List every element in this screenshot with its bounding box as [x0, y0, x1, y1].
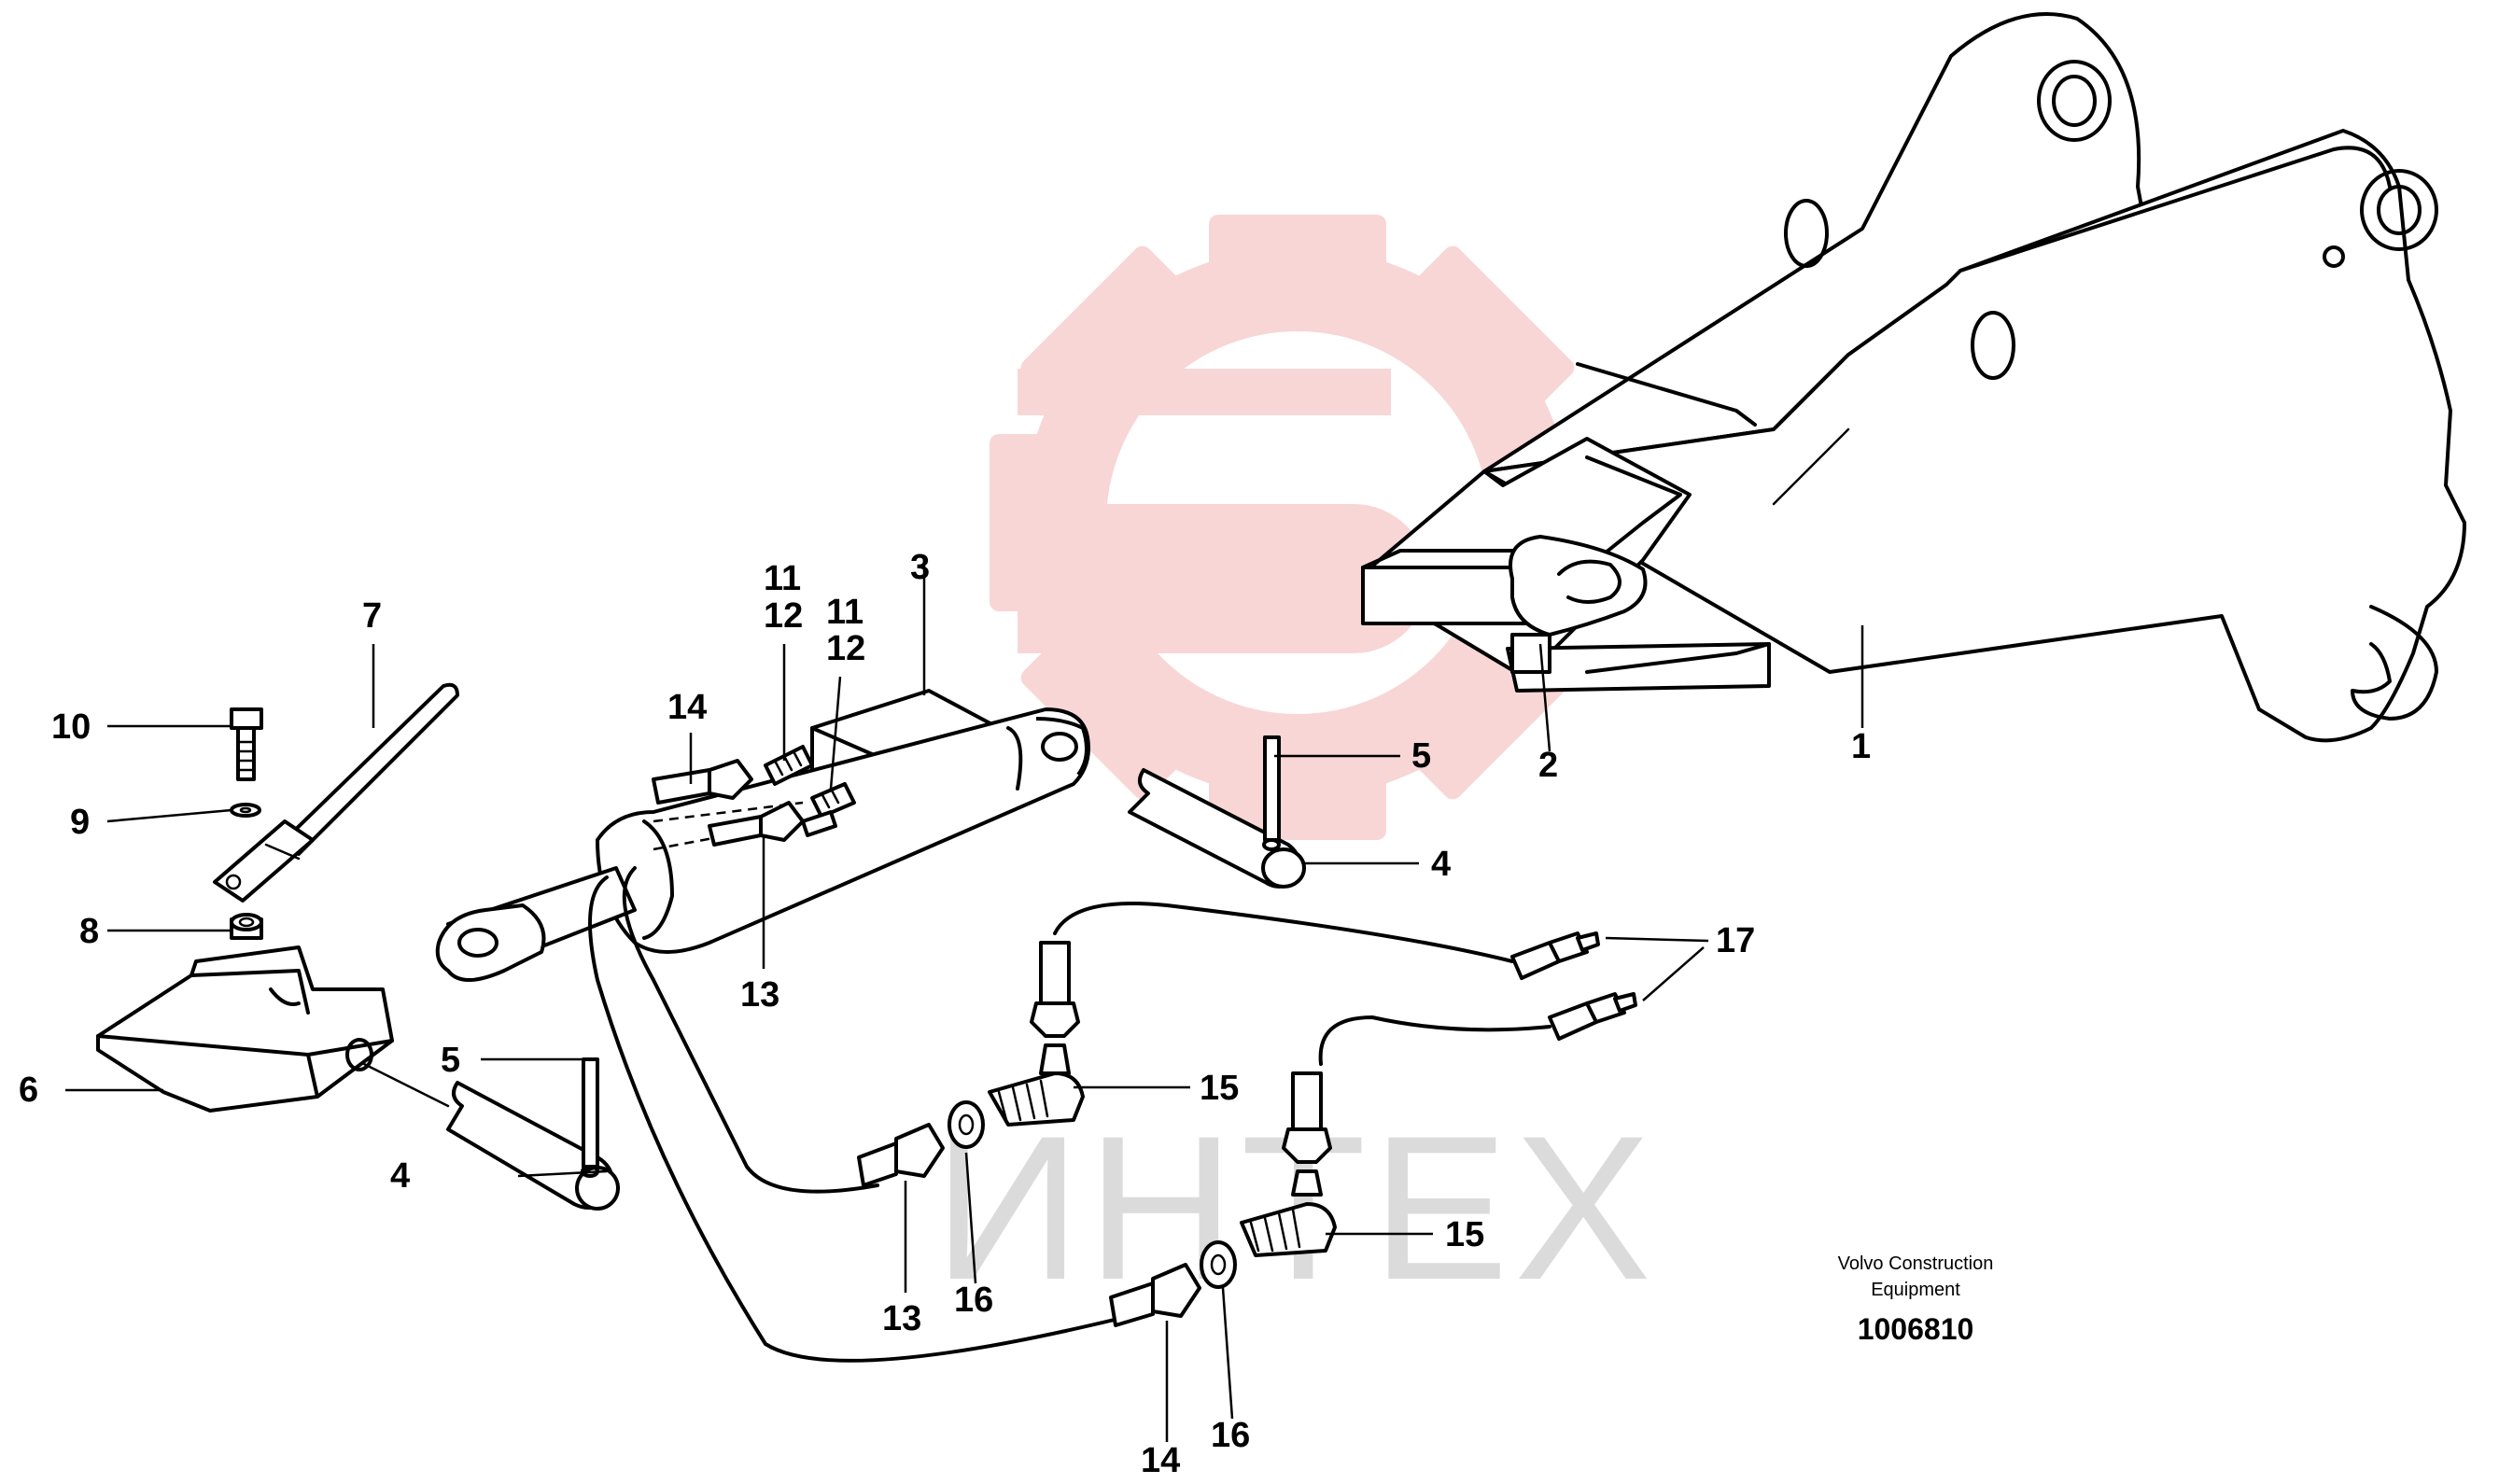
callout-labels: 1 2 3 4 4 5 5 6 7 8 9 10 11 12 11 12 13 … [19, 548, 1871, 1480]
callout-13-upper: 13 [740, 975, 779, 1015]
dowel-pin-upper [1262, 735, 1281, 851]
pin-lower [362, 1062, 620, 1211]
cylinder-hose-nuts [652, 759, 805, 847]
callout-11-right: 11 [826, 593, 863, 632]
hydraulic-hoses [588, 866, 1551, 1363]
callout-4-upper: 4 [1431, 845, 1451, 884]
callout-11-left: 11 [764, 559, 801, 598]
callout-9: 9 [70, 803, 90, 842]
cylinder-fittings [764, 745, 856, 837]
callout-10: 10 [51, 707, 91, 747]
callout-4-lower: 4 [390, 1156, 410, 1196]
callout-7: 7 [362, 596, 382, 636]
leader-lines [65, 560, 1864, 1442]
callout-16-lower: 16 [1211, 1416, 1250, 1455]
boom-frame [1361, 12, 2466, 743]
callout-15-lower: 15 [1445, 1215, 1484, 1254]
drawing-number: 1006810 [1858, 1312, 1974, 1346]
callout-16-upper: 16 [954, 1281, 993, 1320]
callout-2: 2 [1538, 746, 1558, 785]
callout-5-upper: 5 [1411, 736, 1431, 776]
callout-17: 17 [1716, 921, 1755, 960]
hose-end-fittings [1510, 931, 1637, 1041]
callout-1: 1 [1851, 727, 1871, 766]
washer [230, 803, 261, 818]
callout-15-upper: 15 [1200, 1069, 1239, 1108]
drawing-footer: Volvo Construction Equipment 1006810 [1838, 1253, 1994, 1346]
callout-12-left: 12 [764, 596, 803, 636]
callout-8: 8 [79, 912, 99, 951]
credit-line-1: Volvo Construction [1838, 1253, 1994, 1274]
credit-line-2: Equipment [1871, 1280, 1960, 1300]
callout-3: 3 [910, 548, 930, 587]
callout-13-lower: 13 [882, 1299, 921, 1338]
pin-upper [1128, 768, 1306, 889]
bolt [230, 707, 263, 781]
lower-elbow-assembly [1109, 1071, 1337, 1327]
callout-6: 6 [19, 1071, 38, 1110]
callout-12-right: 12 [826, 629, 865, 668]
long-rod [213, 682, 459, 903]
callout-14-lower: 14 [1141, 1441, 1180, 1480]
upper-elbow-assembly [857, 941, 1085, 1187]
mounting-bracket [96, 945, 394, 1113]
hydraulic-cylinder [435, 689, 1090, 982]
nut [230, 913, 263, 973]
dowel-pin-lower [581, 1057, 599, 1178]
callout-5-lower: 5 [441, 1041, 460, 1080]
callout-14-upper: 14 [667, 688, 707, 727]
